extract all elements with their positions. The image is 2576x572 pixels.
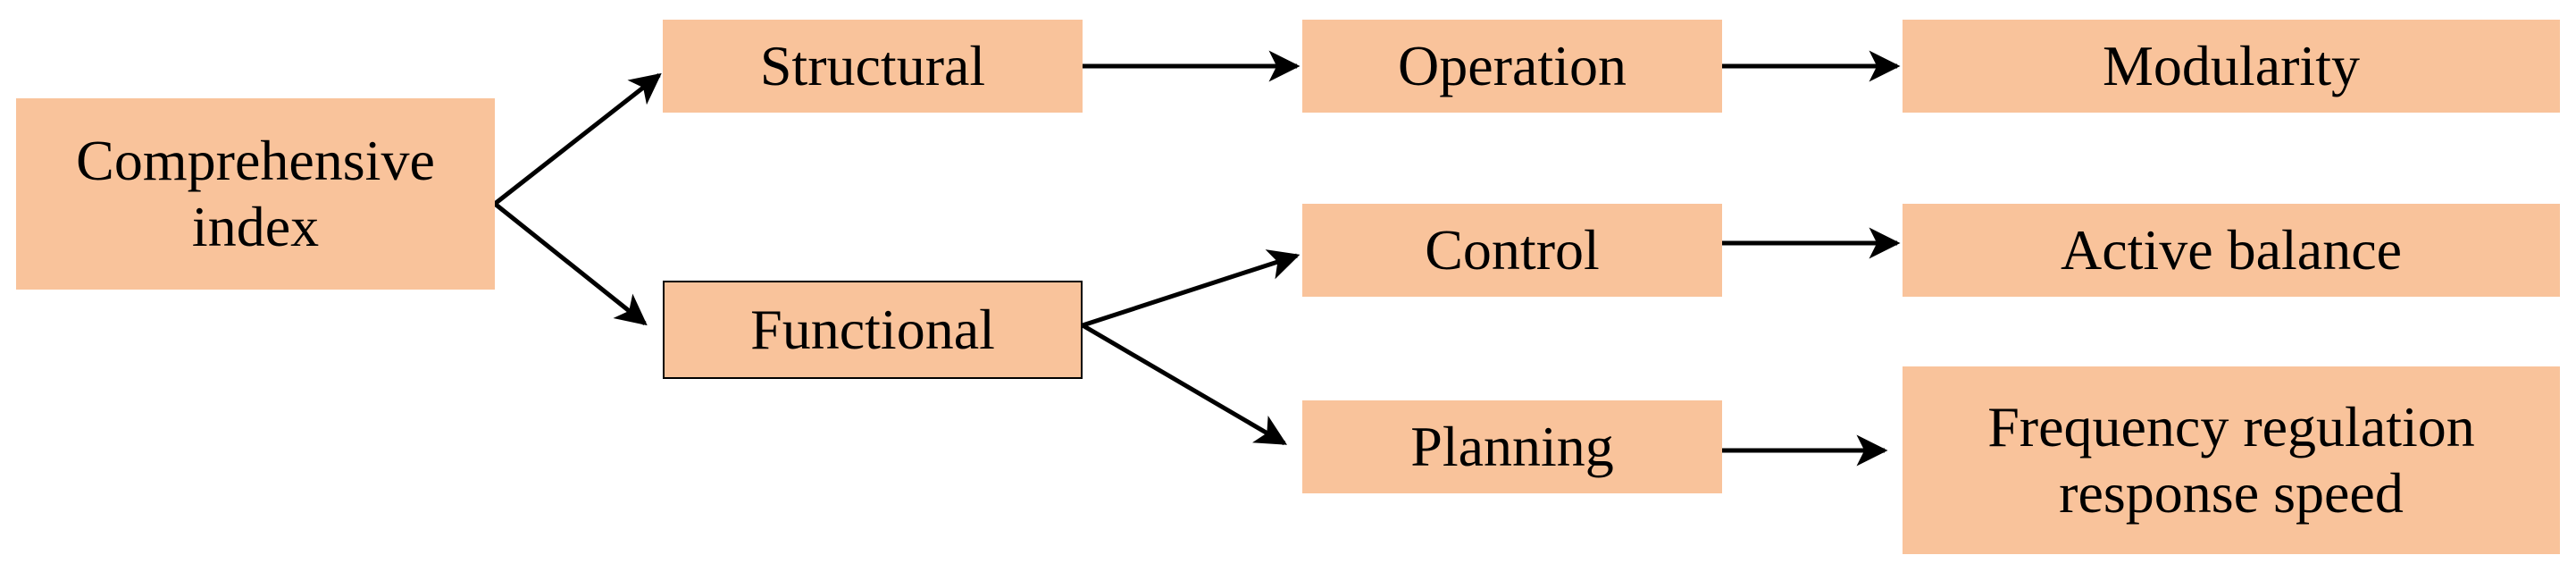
node-label-line: Comprehensive <box>76 129 435 192</box>
node-frequency-regulation-response-speed: Frequency regulation response speed <box>1903 366 2560 554</box>
arrow-root-to-structural <box>493 72 662 206</box>
node-label: Modularity <box>2103 34 2360 97</box>
node-modularity: Modularity <box>1903 20 2560 113</box>
node-control: Control <box>1302 204 1722 297</box>
node-label: Control <box>1425 218 1600 282</box>
node-functional: Functional <box>663 281 1083 379</box>
arrow-functional-to-control <box>1082 249 1301 328</box>
node-label: Functional <box>750 298 995 361</box>
node-label: Structural <box>759 34 986 97</box>
node-label: Active balance <box>2061 218 2402 282</box>
arrow-functional-to-planning <box>1081 323 1288 446</box>
node-active-balance: Active balance <box>1903 204 2560 297</box>
node-label-line: response speed <box>2059 461 2404 525</box>
node-label: Planning <box>1410 415 1614 478</box>
node-planning: Planning <box>1302 400 1722 493</box>
node-operation: Operation <box>1302 20 1722 113</box>
node-label: Operation <box>1398 34 1627 97</box>
node-label-line: Frequency regulation <box>1987 395 2475 458</box>
arrow-root-to-functional <box>493 202 648 326</box>
node-label-line: index <box>191 195 320 258</box>
node-comprehensive-index: Comprehensive index <box>16 98 495 290</box>
node-structural: Structural <box>663 20 1083 113</box>
